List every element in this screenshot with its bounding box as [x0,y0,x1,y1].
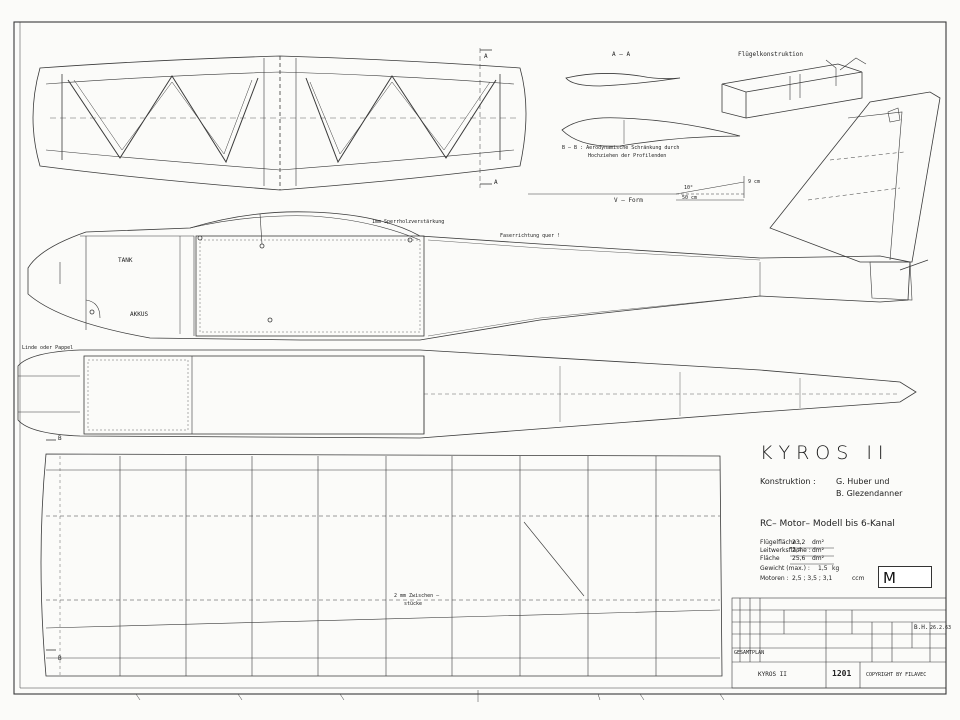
category-box: M [878,566,932,588]
spec-label: Fläche [760,555,780,562]
mark-a-top: A [484,53,488,60]
spec-value: 23,2 [792,539,806,546]
plywood-label: 1mm Sperrholzverstärkung [372,219,445,225]
title-block-grid [731,597,947,689]
wing-construction-sketch [721,57,867,119]
spec-unit: dm² [812,555,825,562]
category-mark: M [883,569,896,587]
plan-name: KYROS II [758,671,787,678]
section-aa-label: A – A [612,51,631,58]
profile-section-bb [561,117,741,147]
initials: B.H. [914,624,929,631]
profile-section-aa [565,73,681,87]
date: 26.2.63 [930,625,952,631]
plan-subtitle: RC– Motor– Modell bis 6-Kanal [760,519,895,529]
spec-underlines [790,547,834,565]
spec-unit: dm² [812,539,825,546]
spec-unit: dm² [812,547,825,554]
spec-label: Flügelfläche : [760,539,801,546]
plan-title: KYROS II [760,442,890,464]
grain-direction-label: Faserrichtung quer ! [500,233,561,239]
spec-unit: kg [832,565,840,572]
sheet-border [13,21,947,695]
spec-label: Motoren : [760,575,789,582]
linde-label: Linde oder Pappel [22,345,74,351]
mark-b-top: B [58,435,62,442]
wing-half-view [40,439,723,677]
designer-2: B. Glezendanner [836,489,903,498]
v-form-label: V – Form [614,197,643,204]
v-form-diagram [528,176,745,201]
fin-rudder [769,91,941,263]
plan-number: 1201 [832,669,852,678]
fuselage-side-view [27,211,929,341]
wing-construction-label: Flügelkonstruktion [738,51,804,58]
mark-a-bottom: A [494,179,498,186]
spec-label: Gewicht (max.) : [760,565,810,572]
spec-label: Leitwerksfläche : [760,547,811,554]
drawing-name: GESAMTPLAN [734,650,765,656]
spec-value: 25,6 [792,555,806,562]
dim-9cm: 9 cm [748,179,761,185]
spec-value: 1,5 [818,565,828,572]
designer-1: G. Huber und [836,477,890,486]
spec-unit: ccm [852,575,865,582]
bottom-margin-marks [135,690,725,702]
section-bb-label-2: Hochziehen der Profilenden [588,153,667,159]
dim-50cm: 50 cm [682,195,698,201]
zwischen-label-1: 2 mm Zwischen – [394,593,440,599]
section-bb-label: B – B : Aerodynamische Schränkung durch [562,145,680,151]
copyright: COPYRIGHT BY FILAVEC [866,672,927,678]
tank-label: TANK [118,257,133,264]
konstruktion-label: Konstruktion : [760,477,816,486]
mark-b-bottom: B [58,655,62,662]
dim-10-degrees: 10° [684,185,694,191]
spec-value: 2,4 [792,547,802,554]
zwischen-label-2: stücke [404,601,423,607]
wing-plan-view [32,48,527,191]
fuselage-top-view [17,349,917,439]
akkus-label: AKKUS [130,311,149,318]
spec-value: 2,5 ; 3,5 ; 3,1 [792,575,833,582]
